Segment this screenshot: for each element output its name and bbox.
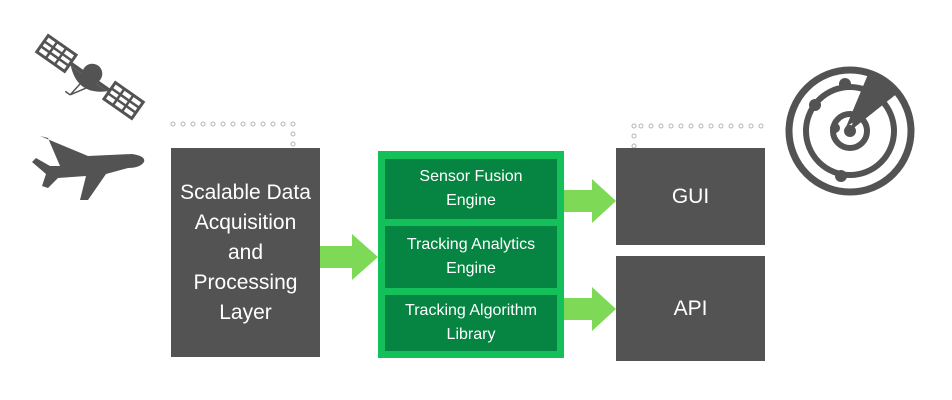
arrow-to-engines bbox=[320, 234, 378, 280]
sensor-fusion-line-2: Engine bbox=[446, 192, 496, 209]
tracking-analytics-line-1: Tracking Analytics bbox=[406, 236, 536, 253]
acquisition-line-2: Acquisition bbox=[194, 210, 297, 234]
dotted-connector-left bbox=[170, 121, 296, 147]
engine-cell-tracking-analytics: Tracking Analytics Engine bbox=[385, 226, 557, 288]
acquisition-line-4: Processing bbox=[193, 270, 298, 294]
engine-group: Sensor Fusion Engine Tracking Analytics … bbox=[378, 151, 564, 358]
tracking-algorithm-line-2: Library bbox=[446, 326, 496, 343]
acquisition-line-5: Layer bbox=[219, 300, 272, 324]
tracking-analytics-line-2: Engine bbox=[446, 260, 496, 277]
satellite-icon bbox=[34, 33, 146, 121]
api-box: API bbox=[616, 256, 765, 361]
arrow-to-gui bbox=[564, 179, 616, 223]
sensor-fusion-line-1: Sensor Fusion bbox=[419, 168, 523, 185]
arrow-to-api bbox=[564, 287, 616, 331]
engine-cell-sensor-fusion: Sensor Fusion Engine bbox=[385, 159, 557, 219]
acquisition-layer-box: Scalable Data Acquisition and Processing… bbox=[171, 148, 320, 357]
gui-label: GUI bbox=[671, 184, 710, 208]
api-label: API bbox=[673, 296, 708, 320]
acquisition-line-3: and bbox=[227, 240, 264, 264]
airplane-icon bbox=[32, 136, 145, 200]
gui-box: GUI bbox=[616, 148, 765, 245]
engine-cell-tracking-algorithm: Tracking Algorithm Library bbox=[385, 295, 557, 351]
acquisition-line-1: Scalable Data bbox=[180, 180, 311, 204]
tracking-algorithm-line-1: Tracking Algorithm bbox=[405, 302, 537, 319]
radar-icon bbox=[785, 66, 915, 196]
dotted-connector-right bbox=[631, 123, 764, 149]
